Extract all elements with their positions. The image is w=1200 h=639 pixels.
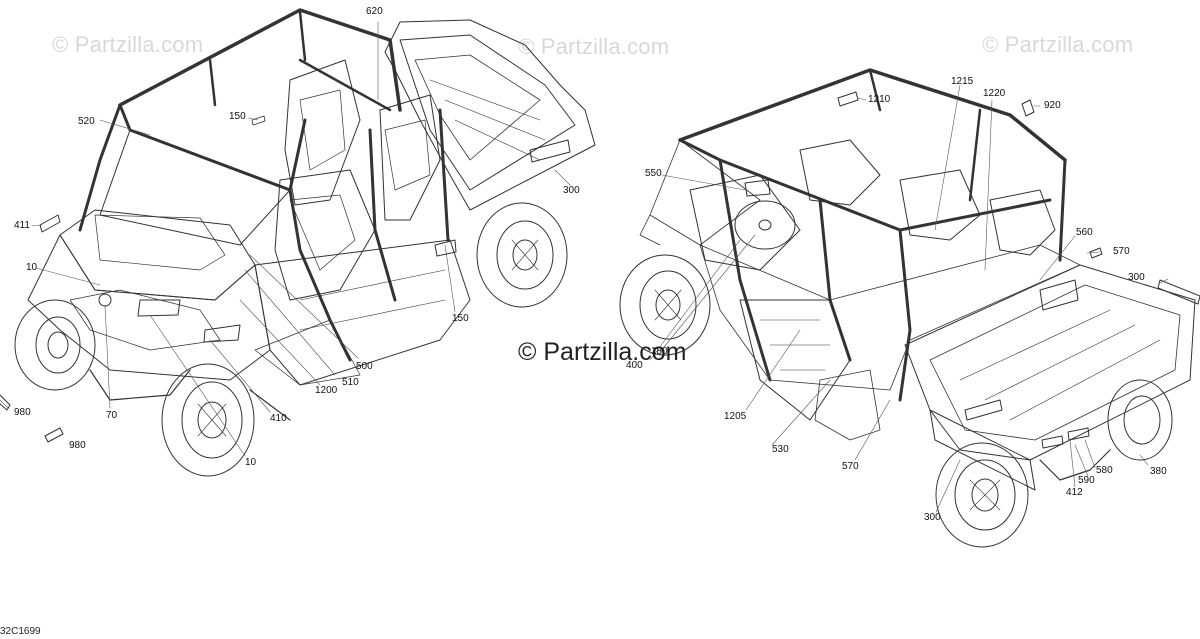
callout-label: 380 — [1150, 466, 1167, 477]
callout-label: 300 — [924, 512, 941, 523]
callout-label: 1205 — [724, 411, 747, 422]
callout-label: 400 — [626, 360, 643, 371]
callout-label: 10 — [26, 262, 38, 273]
right-vehicle-drawing — [619, 68, 1200, 548]
callout-label: 300 — [1128, 272, 1145, 283]
callout-label: 1220 — [983, 88, 1006, 99]
callout-label: 620 — [366, 6, 383, 17]
callout-label: 411 — [14, 220, 30, 231]
callout-label: 500 — [356, 361, 373, 372]
watermark-top-right: © Partzilla.com — [982, 32, 1134, 57]
watermark-top-left: © Partzilla.com — [52, 32, 204, 57]
callout-label: 150 — [229, 111, 246, 122]
callout-label: 1200 — [315, 385, 338, 396]
callout-label: 70 — [106, 410, 118, 421]
callout-label: 180 — [651, 346, 668, 357]
callout-label: 1215 — [951, 76, 974, 87]
callout-label: 510 — [342, 377, 359, 388]
callout-label: 570 — [842, 461, 859, 472]
right-leader-lines — [649, 84, 1169, 513]
watermark-center: © Partzilla.com — [518, 338, 687, 366]
callout-label: 550 — [645, 168, 662, 179]
callout-label: 150 — [452, 313, 469, 324]
callout-label: 980 — [69, 440, 86, 451]
callout-label: 530 — [772, 444, 789, 455]
watermark-top-center: © Partzilla.com — [518, 34, 670, 59]
callout-label: 412 — [1066, 487, 1083, 498]
callout-label: 560 — [1076, 227, 1093, 238]
callout-label: 300 — [563, 185, 580, 196]
callout-label: 590 — [1078, 475, 1095, 486]
callout-label: 520 — [78, 116, 95, 127]
callout-label: 1210 — [868, 94, 891, 105]
left-vehicle-drawing — [0, 8, 596, 477]
callout-label: 410 — [270, 413, 287, 424]
callout-label: 920 — [1044, 100, 1061, 111]
left-leader-lines — [0, 21, 571, 457]
callout-label: 980 — [14, 407, 31, 418]
callout-label: 10 — [245, 457, 257, 468]
callout-label: 580 — [1096, 465, 1113, 476]
diagram-code: 32C1699 — [0, 626, 41, 637]
callout-label: 570 — [1113, 246, 1130, 257]
